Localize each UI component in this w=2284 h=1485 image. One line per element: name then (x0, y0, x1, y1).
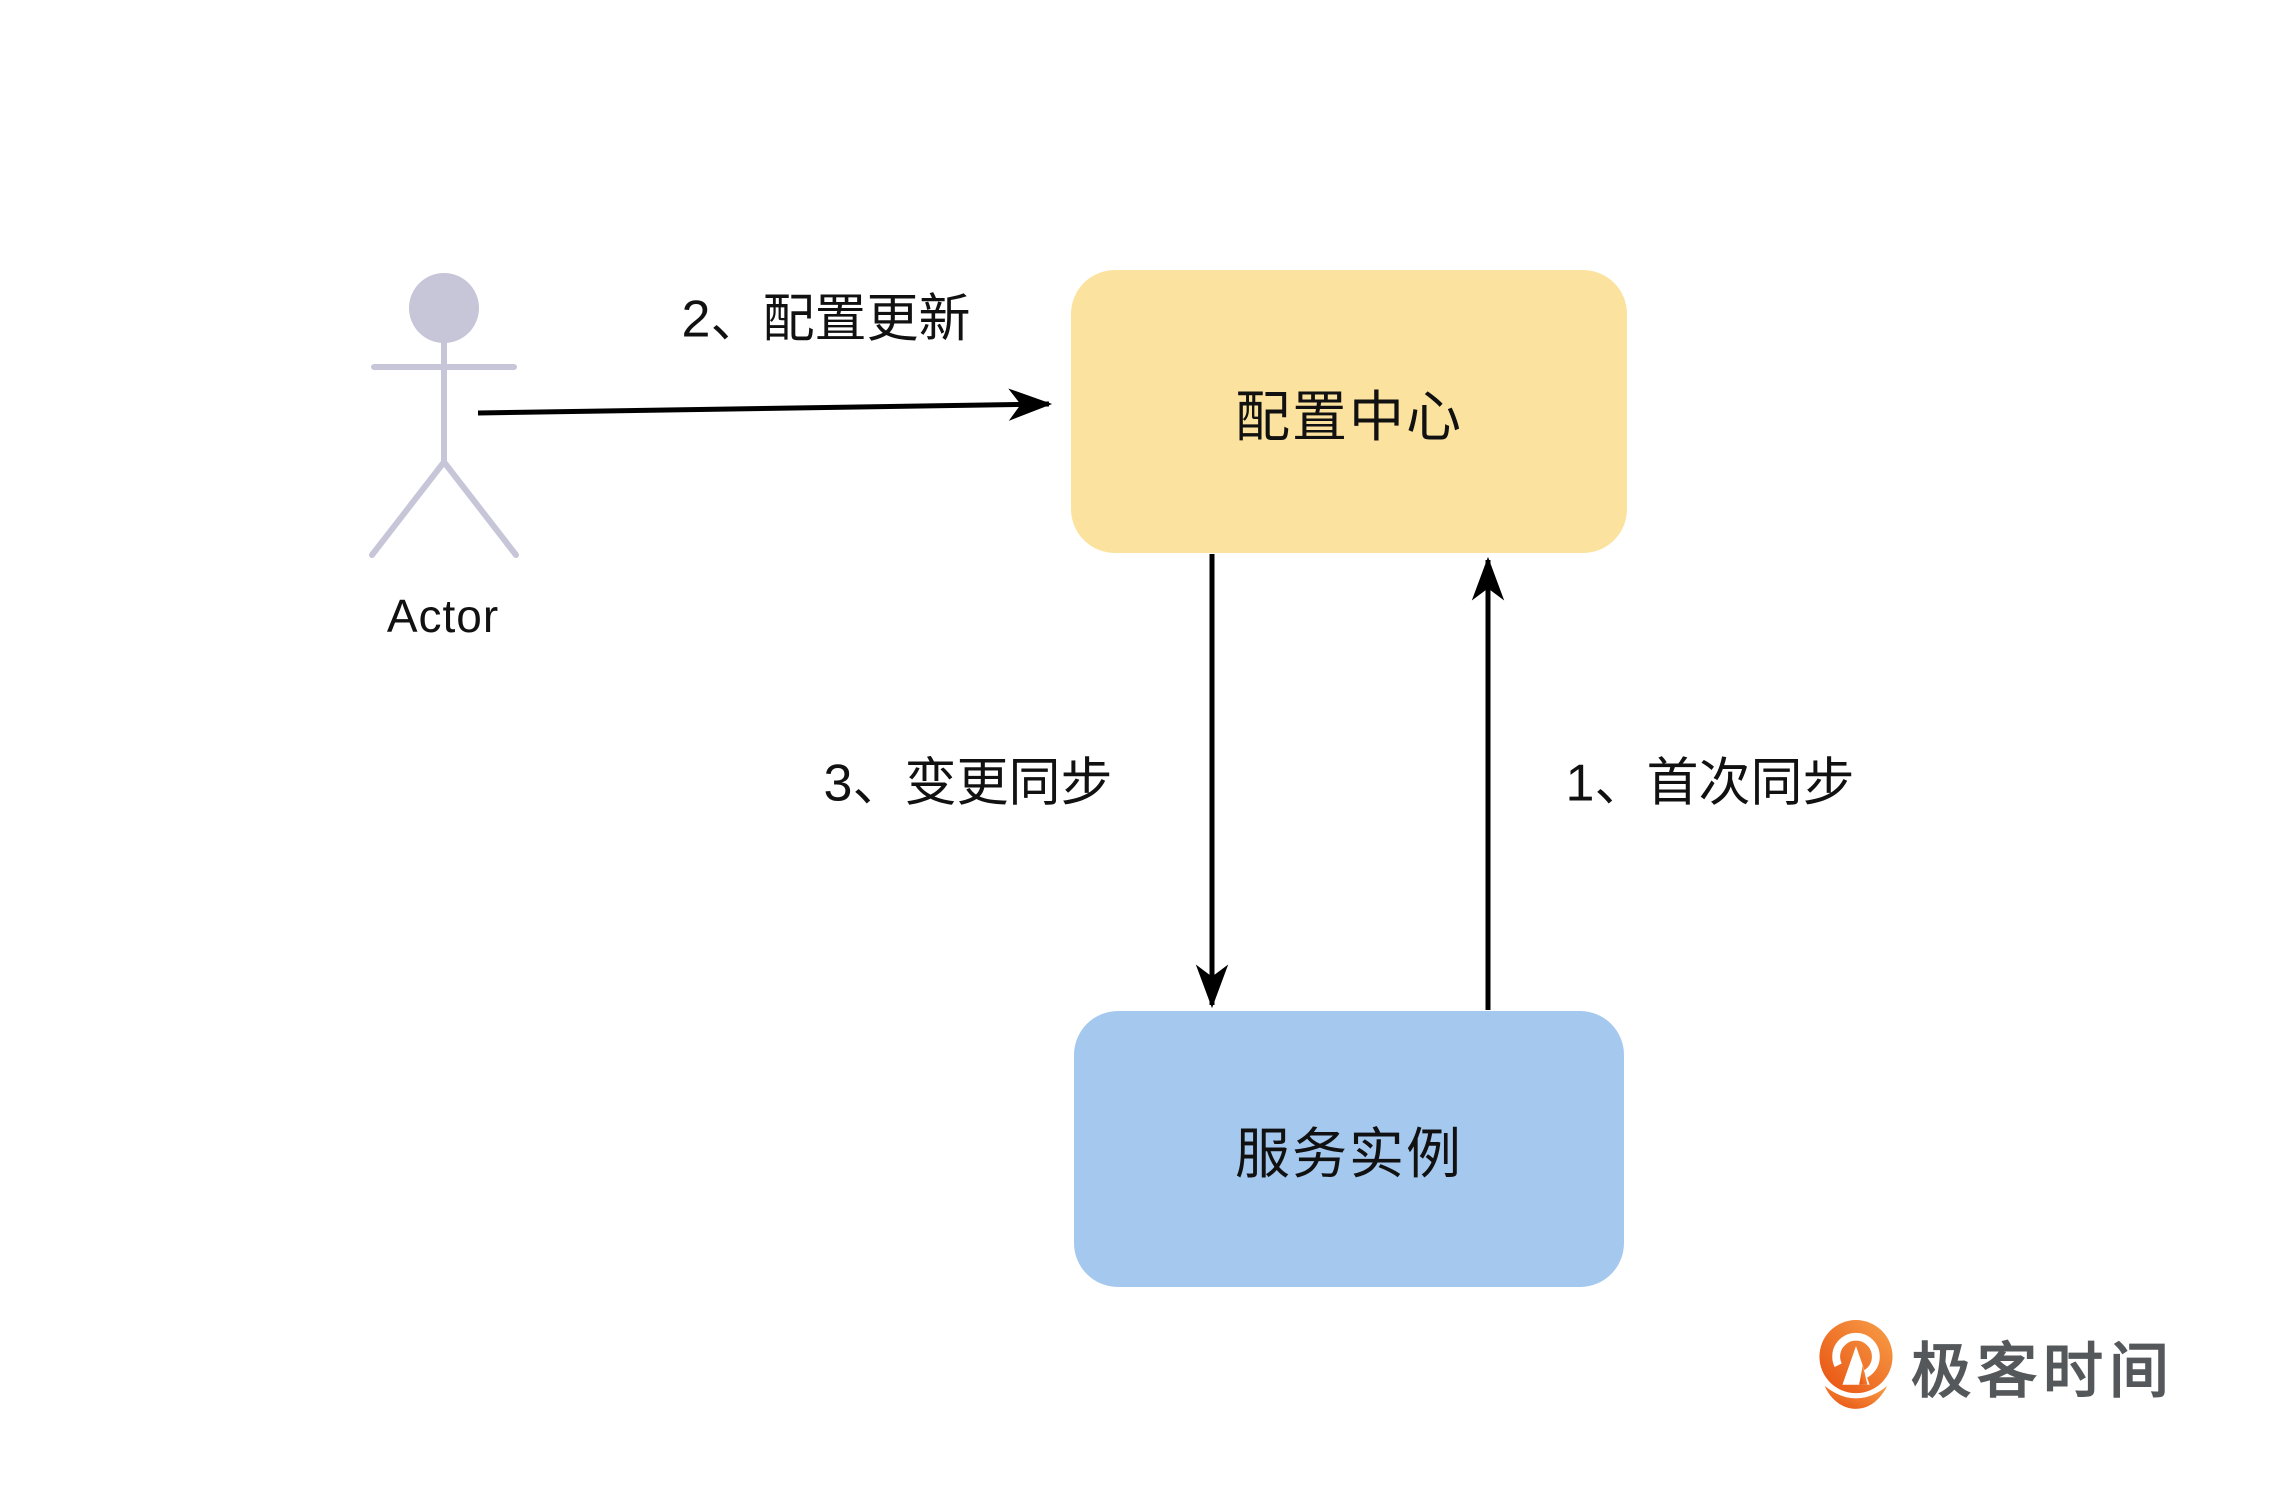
logo-pin-smile (1824, 1385, 1888, 1409)
config-update-arrow (477, 388, 1053, 421)
geektime-brand: 极客时间 (1817, 1318, 2175, 1414)
change-sync-label: 3、变更同步 (823, 754, 1113, 813)
logo-peak-notch (1859, 1364, 1868, 1385)
first-sync-label: 1、首次同步 (1565, 754, 1855, 813)
actor-icon (369, 273, 519, 558)
node-service-instance: 服务实例 (1074, 1011, 1624, 1287)
actor-leg-right (441, 459, 519, 558)
actor-head (409, 273, 479, 343)
node-config-center-label: 配置中心 (1234, 385, 1463, 448)
geektime-logo-icon (1819, 1320, 1893, 1409)
node-service-instance-label: 服务实例 (1234, 1123, 1463, 1185)
actor-leg-left (369, 459, 447, 558)
node-config-center: 配置中心 (1071, 270, 1627, 553)
geektime-logo-text: 极客时间 (1911, 1337, 2175, 1405)
actor-label: Actor (386, 590, 500, 642)
config-update-label: 2、配置更新 (681, 290, 971, 349)
